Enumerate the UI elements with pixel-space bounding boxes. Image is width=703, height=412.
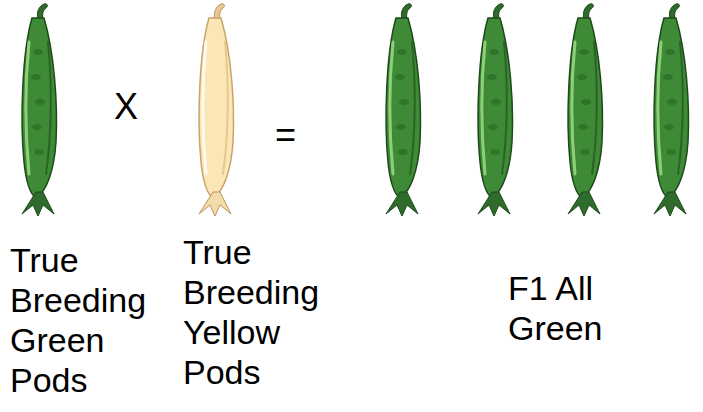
caption-text: True Breeding Green Pods <box>10 240 146 400</box>
caption-text: F1 All Green <box>508 268 603 348</box>
caption-text: X <box>114 86 138 128</box>
parent-caption: True Breeding Yellow Pods <box>183 232 319 392</box>
green-pod <box>386 4 421 216</box>
green-pod <box>478 4 513 216</box>
yellow-pod <box>199 4 234 216</box>
cross-symbol: X <box>114 86 138 128</box>
green-pod <box>654 4 689 216</box>
green-pod <box>568 4 603 216</box>
offspring-caption: F1 All Green <box>508 268 603 348</box>
green-pod <box>22 4 57 216</box>
parent-caption: True Breeding Green Pods <box>10 240 146 400</box>
caption-text: True Breeding Yellow Pods <box>183 232 319 392</box>
caption-text: = <box>275 114 296 156</box>
equals-symbol: = <box>275 114 296 156</box>
